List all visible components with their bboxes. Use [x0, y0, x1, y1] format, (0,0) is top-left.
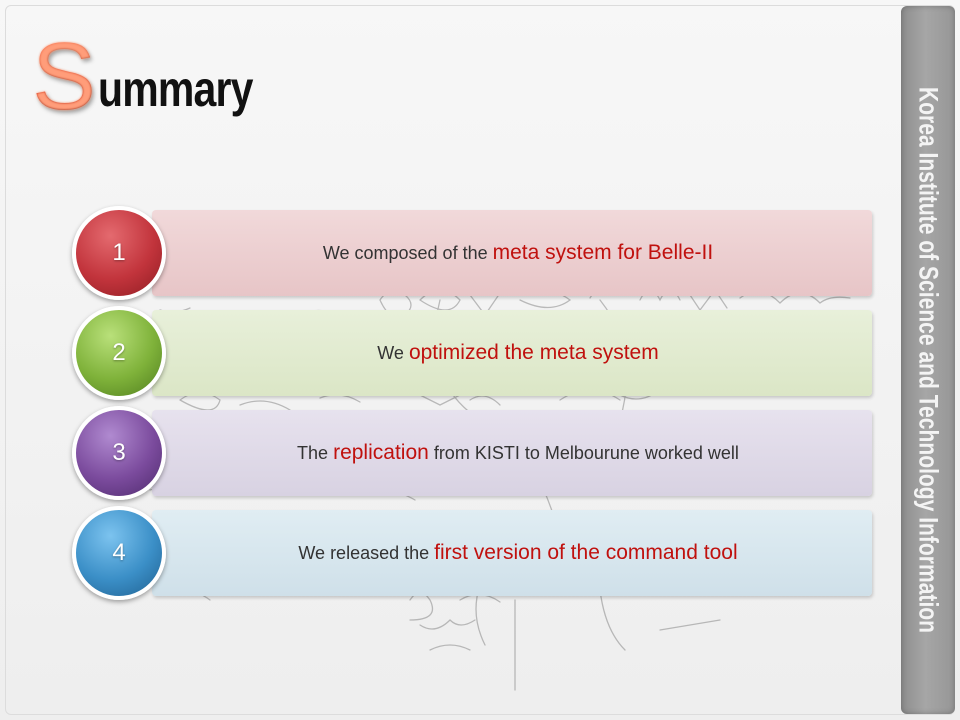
summary-item-2: We optimized the meta system 2 [72, 306, 872, 400]
number-badge: 2 [72, 306, 166, 400]
summary-bar: We released the first version of the com… [152, 510, 872, 596]
text-before: The [297, 443, 334, 463]
summary-item-3: The replication from KISTI to Melbourune… [72, 406, 872, 500]
number-label: 1 [112, 239, 126, 266]
institute-name-text: Korea Institute of Science and Technolog… [913, 86, 944, 634]
text-after: from KISTI to Melbourune worked well [428, 443, 739, 463]
number-badge: 4 [72, 506, 166, 600]
summary-text: We released the first version of the com… [298, 541, 737, 565]
number-label: 4 [112, 539, 126, 566]
text-before: We released the [298, 543, 435, 563]
summary-item-1: We composed of the meta system for Belle… [72, 206, 872, 300]
highlight-text: first version of the command tool [434, 541, 738, 564]
summary-bar: We composed of the meta system for Belle… [152, 210, 872, 296]
number-label: 3 [112, 439, 126, 466]
number-badge: 3 [72, 406, 166, 500]
summary-text: The replication from KISTI to Melbourune… [297, 441, 739, 465]
text-before: We composed of the [322, 243, 493, 263]
institute-sidebar: Korea Institute of Science and Technolog… [901, 6, 955, 714]
highlight-text: meta system for Belle-II [492, 241, 714, 264]
title-remainder: ummary [98, 61, 253, 117]
summary-bar: The replication from KISTI to Melbourune… [152, 410, 872, 496]
summary-text: We optimized the meta system [377, 341, 658, 365]
summary-text: We composed of the meta system for Belle… [323, 241, 713, 265]
highlight-text: replication [333, 441, 429, 464]
summary-item-4: We released the first version of the com… [72, 506, 872, 600]
page-title: S ummary [32, 23, 287, 130]
text-before: We [377, 343, 409, 363]
summary-bar: We optimized the meta system [152, 310, 872, 396]
institute-name: Korea Institute of Science and Technolog… [913, 10, 944, 710]
title-initial-letter: S [32, 23, 97, 130]
number-label: 2 [112, 339, 126, 366]
highlight-text: optimized the meta system [408, 341, 659, 364]
number-badge: 1 [72, 206, 166, 300]
